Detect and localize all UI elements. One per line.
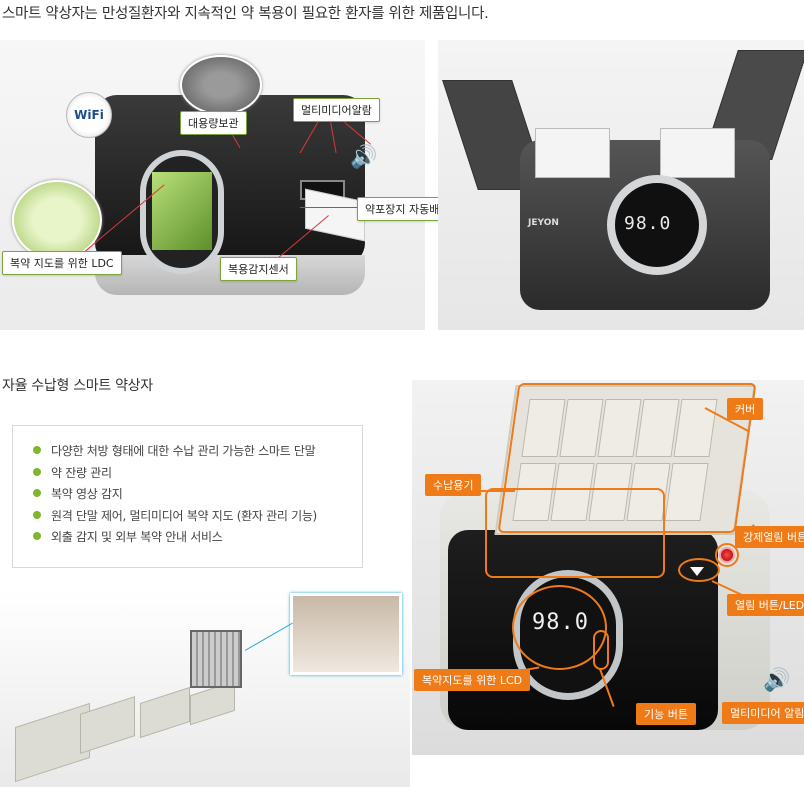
list-item: 복약 영상 감지: [33, 485, 362, 507]
bullet-icon: [33, 489, 41, 497]
label-storage: 대용량보관: [180, 111, 247, 135]
label-container: 수납용기: [425, 474, 482, 496]
label-ldc: 복약 지도를 위한 LDC: [2, 251, 122, 275]
list-item: 원격 단말 제어, 멀티미디어 복약 지도 (환자 관리 기능): [33, 507, 362, 529]
lcd-outline: [512, 585, 607, 670]
bullet-icon: [33, 510, 41, 519]
function-button-outline: [593, 630, 609, 670]
label-intake-sensor: 복용감지센서: [220, 257, 297, 281]
page-title: 스마트 약상자는 만성질환자와 지속적인 약 복용이 필요한 환자를 위한 제품…: [2, 6, 489, 22]
wifi-icon: WiFi: [66, 92, 112, 138]
bullet-icon: [33, 467, 41, 476]
callout-line: [300, 207, 360, 208]
storage-cup: [535, 128, 610, 178]
list-item: 다양한 처방 형태에 대한 수납 관리 가능한 스마트 단말: [33, 442, 362, 464]
speaker-icon: 🔊: [350, 145, 378, 170]
bullet-icon: [33, 532, 41, 540]
detail-inset-photo: [290, 593, 402, 675]
list-item: 약 잔량 관리: [33, 464, 362, 486]
callout-line: [470, 490, 515, 492]
device-screen: [152, 172, 212, 250]
label-function-button: 기능 버튼: [636, 703, 696, 725]
label-cover: 커버: [727, 398, 764, 420]
container-outline: [485, 488, 665, 578]
label-multimedia-alert: 멀티미디어 알림: [722, 702, 804, 724]
speaker-icon: 🔊: [763, 668, 791, 693]
label-emergency-button: 강제열림 버튼: [735, 526, 804, 548]
label-open-button-led: 열림 버튼/LED: [727, 594, 804, 616]
bullet-icon: [33, 446, 41, 454]
display-ring: [607, 175, 707, 275]
emergency-outline: [715, 543, 739, 567]
storage-inset-photo: [180, 55, 262, 115]
storage-cup: [660, 128, 735, 178]
open-led-outline: [678, 558, 720, 582]
brand-logo: JEYON: [528, 218, 559, 228]
label-multimedia-alarm: 멀티미디어알람: [293, 98, 380, 122]
feature-list: 다양한 처방 형태에 대한 수납 관리 가능한 스마트 단말 약 잔량 관리 복…: [12, 425, 363, 568]
label-lcd: 복약지도를 위한 LCD: [414, 669, 531, 691]
list-item: 외출 감지 및 외부 복약 안내 서비스: [33, 528, 362, 550]
inner-frame: [190, 630, 242, 688]
lcd-readout: 98.0: [624, 213, 672, 234]
section-title: 자율 수납형 스마트 약상자: [2, 378, 153, 394]
